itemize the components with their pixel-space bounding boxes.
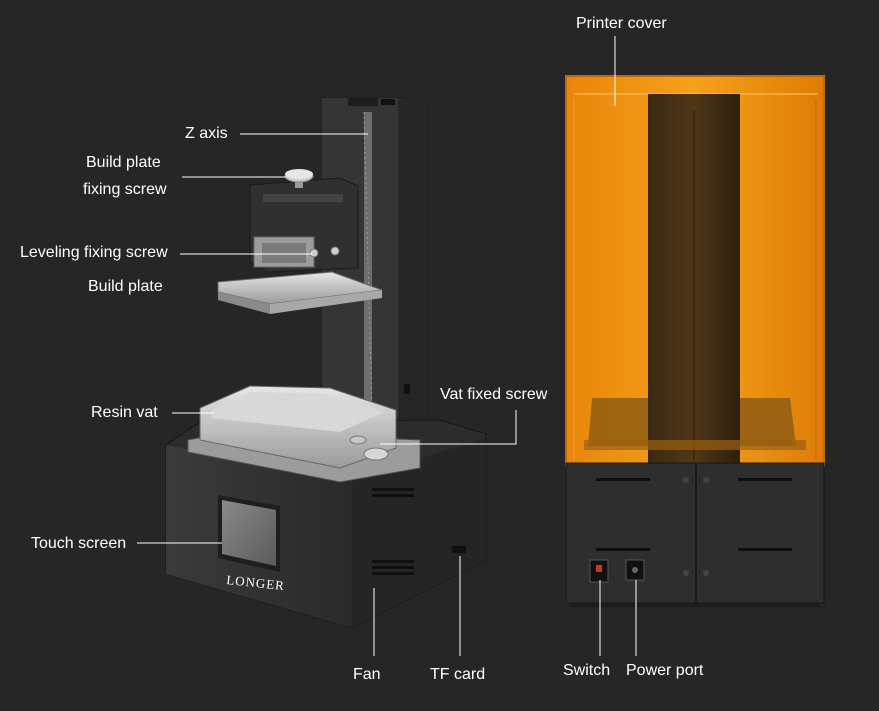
label-z-axis: Z axis — [185, 125, 228, 142]
label-build-plate-fixing-screw-line2: fixing screw — [83, 181, 167, 198]
label-build-plate-fixing-screw-line1: Build plate — [86, 154, 161, 171]
touch-screen-display — [222, 500, 276, 566]
resin-vat — [187, 385, 421, 483]
right-printer — [565, 75, 825, 607]
label-resin-vat: Resin vat — [91, 404, 158, 421]
label-switch: Switch — [563, 662, 611, 679]
build-plate-fixing-screw — [284, 169, 314, 188]
leader-vat-fixed-screw — [380, 410, 517, 445]
label-tf-card: TF card — [430, 666, 486, 683]
tf-card-slot — [452, 546, 466, 553]
label-build-plate: Build plate — [88, 278, 163, 295]
vat-fixed-screw-knob — [363, 447, 389, 461]
left-printer — [165, 97, 487, 629]
label-printer-cover: Printer cover — [576, 15, 667, 32]
label-leveling-fixing-screw: Leveling fixing screw — [20, 244, 168, 261]
right-base — [565, 462, 825, 607]
build-plate — [217, 271, 383, 314]
leader-lines — [137, 36, 637, 656]
left-base — [165, 419, 487, 629]
label-power-port: Power port — [626, 662, 704, 679]
leveling-fixing-screw — [309, 246, 340, 258]
label-vat-fixed-screw: Vat fixed screw — [440, 386, 548, 403]
label-fan: Fan — [353, 666, 381, 683]
brand-logo: LONGER — [226, 572, 286, 593]
label-touch-screen: Touch screen — [31, 535, 127, 552]
build-plate-carriage — [249, 177, 359, 273]
